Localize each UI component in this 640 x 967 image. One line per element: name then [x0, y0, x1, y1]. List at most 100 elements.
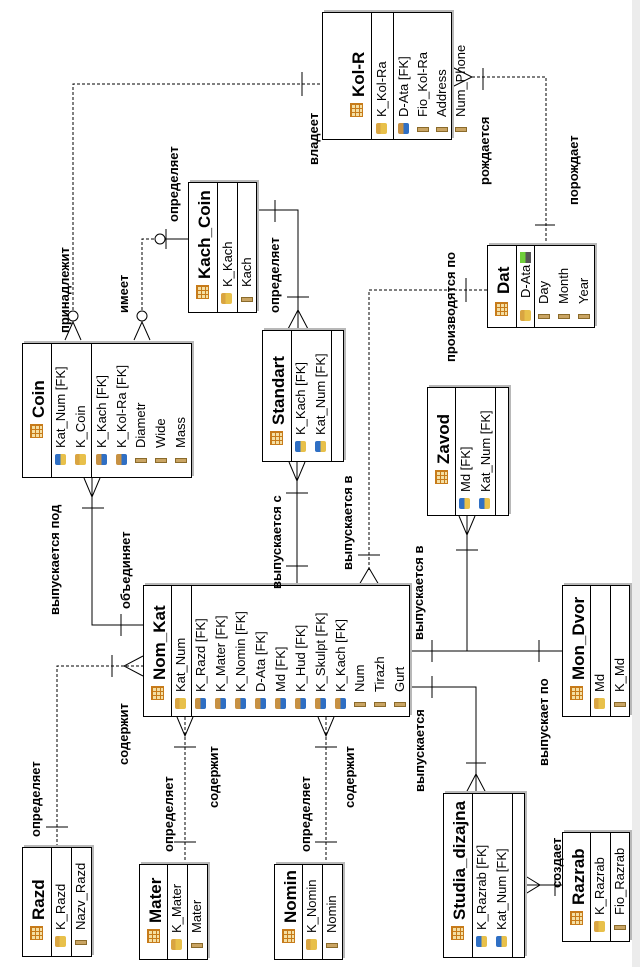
attribute: Kat_Num [FK] — [313, 353, 328, 435]
rel-line-kach-coin — [141, 238, 158, 320]
column-divider — [51, 344, 52, 477]
column-divider — [171, 586, 172, 716]
table-icon — [30, 424, 43, 438]
rel-crowfoot — [133, 320, 151, 341]
column-icon — [558, 314, 570, 319]
column-divider — [91, 344, 92, 477]
column-divider — [590, 833, 591, 941]
rel-crowfoot — [317, 716, 335, 738]
attribute: Kat_Num [FK] — [494, 848, 509, 930]
attribute: Kat_Num [FK] — [478, 410, 493, 492]
entity-studia-dizajna[interactable]: Studia_dizajna K_Razrab [FK] Kat_Num [FK… — [443, 793, 525, 958]
column-icon — [394, 702, 406, 707]
entity-kol-r[interactable]: Kol-R K_Kol-Ra D-Ata [FK] Fio_Kol-Ra Add… — [322, 12, 468, 140]
entity-mon-dvor[interactable]: Mon_Dvor Md K_Md — [562, 585, 630, 717]
rel-label: выпускает по — [536, 678, 551, 766]
attribute: Md — [592, 673, 607, 692]
scrollbar-track[interactable] — [632, 0, 640, 967]
attribute: K_Kol-Ra [FK] — [114, 364, 129, 448]
column-divider — [167, 865, 168, 959]
attribute: Month — [556, 267, 571, 304]
attribute: Md [FK] — [458, 446, 473, 492]
rel-line-kolr-dat — [472, 76, 547, 245]
attribute: K_Coin — [73, 405, 88, 448]
column-divider — [534, 246, 535, 327]
attribute: Kat_Num [FK] — [53, 366, 68, 448]
column-icon — [191, 943, 203, 948]
rel-label: объединяет — [118, 531, 133, 609]
attribute: D-Ata [FK] — [253, 631, 268, 692]
rel-crowfoot — [451, 66, 474, 88]
foreign-key-icon — [335, 698, 346, 709]
rel-line-kach-standart — [257, 209, 299, 330]
entity-title: Kach_Coin — [195, 190, 214, 279]
rel-label: определяет — [161, 776, 176, 852]
primary-key-icon — [594, 921, 605, 932]
column-divider — [237, 183, 238, 312]
entity-standart[interactable]: Standart K_Kach [FK] Kat_Num [FK] — [262, 330, 344, 462]
foreign-key-icon — [195, 698, 206, 709]
attribute: Diametr — [133, 402, 148, 448]
attribute: Num_Phone — [453, 44, 468, 117]
entity-nomin[interactable]: Nomin K_Nomin Nomin — [274, 864, 343, 960]
column-divider — [302, 865, 303, 959]
rel-label: определяет — [267, 237, 282, 313]
foreign-key-icon — [116, 454, 127, 465]
attribute: Kach — [239, 257, 254, 287]
column-icon — [614, 925, 626, 930]
table-icon — [270, 431, 283, 445]
entity-title: Mon_Dvor — [569, 596, 588, 680]
column-icon — [374, 702, 386, 707]
entity-title: Standart — [269, 356, 288, 425]
rel-crowfoot — [122, 655, 144, 677]
primary-key-icon — [75, 454, 86, 465]
primary-key-icon — [520, 310, 531, 321]
entity-title: Coin — [29, 380, 48, 418]
entity-mater[interactable]: Mater K_Mater Mater — [139, 864, 208, 960]
attribute: K_Razd — [53, 883, 68, 930]
primary-key-icon — [594, 698, 605, 709]
table-icon — [495, 302, 508, 316]
entity-title: Zavod — [434, 413, 453, 464]
column-icon — [538, 314, 550, 319]
entity-razrab[interactable]: Razrab K_Razrab Fio_Razrab — [562, 832, 630, 942]
attribute: K_Razd [FK] — [193, 618, 208, 692]
rel-crowfoot — [288, 461, 306, 483]
entity-title: Kol-R — [349, 51, 368, 97]
rel-crowfoot — [83, 477, 101, 499]
rel-label: определяет — [28, 761, 43, 837]
primary-key-icon — [171, 939, 182, 950]
entity-coin[interactable]: Coin Kat_Num [FK] K_Coin K_Kach [FK] K_K… — [22, 343, 192, 478]
attribute: K_Kach [FK] — [94, 375, 109, 448]
entity-razd[interactable]: Razd K_Razd Nazv_Razd — [22, 847, 92, 957]
rel-label: принадлежит — [57, 247, 72, 333]
rel-label: имеет — [116, 274, 131, 313]
column-divider — [331, 331, 332, 461]
entity-zavod[interactable]: Zavod Md [FK] Kat_Num [FK] — [427, 387, 509, 516]
foreign-key-icon — [255, 698, 266, 709]
column-icon — [436, 127, 448, 132]
column-divider — [393, 13, 394, 139]
primary-foreign-key-icon — [315, 441, 326, 452]
attribute: Kat_Num — [173, 637, 188, 692]
primary-foreign-key-icon — [476, 936, 487, 947]
attribute: K_Kol-Ra — [374, 61, 389, 117]
entity-kach-coin[interactable]: Kach_Coin K_Kach Kach — [188, 182, 257, 313]
rel-label: выпускается в — [411, 545, 426, 641]
column-divider — [51, 848, 52, 956]
entity-title: Nomin — [281, 870, 300, 923]
foreign-key-icon — [398, 123, 409, 134]
column-icon — [417, 127, 429, 132]
attribute: Fio_Razrab — [612, 847, 627, 915]
attribute: Num — [352, 664, 367, 692]
rel-label: выпускается с — [269, 495, 284, 589]
rel-crowfoot — [465, 772, 487, 794]
rel-label: выпускается под — [47, 504, 62, 615]
entity-nom-kat[interactable]: Nom_Kat Kat_Num K_Razd [FK] K_Mater [FK]… — [143, 585, 410, 717]
column-icon — [578, 314, 590, 319]
column-divider — [71, 848, 72, 956]
entity-dat[interactable]: Dat D-Ata Day Month Year — [487, 245, 595, 328]
table-icon — [435, 470, 448, 484]
foreign-key-icon — [215, 698, 226, 709]
